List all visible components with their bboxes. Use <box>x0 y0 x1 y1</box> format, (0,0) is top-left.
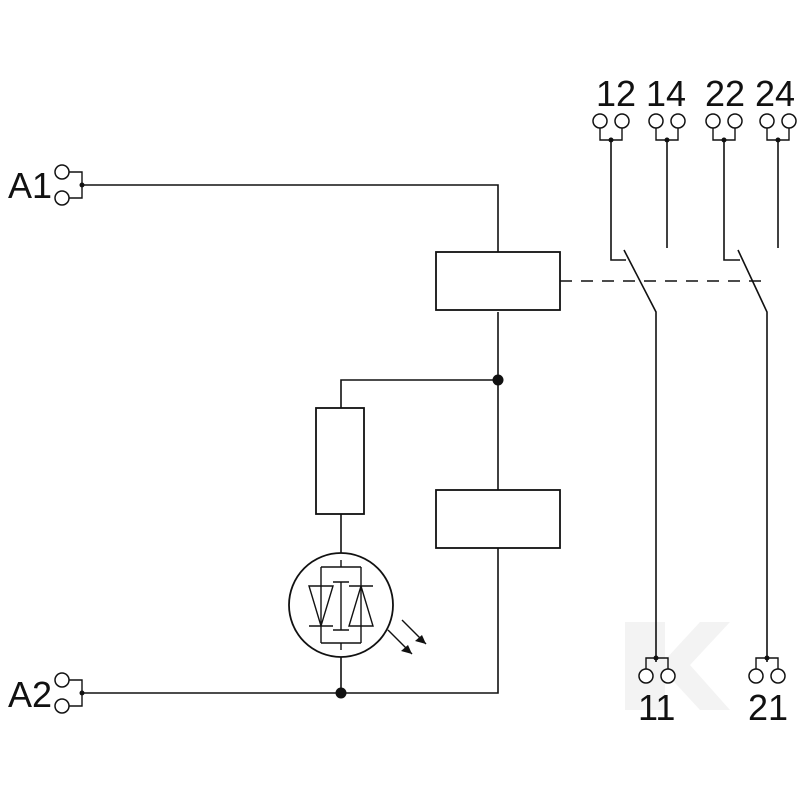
terminal-24-screw-b <box>781 113 797 129</box>
terminal-a2-screw-top <box>54 672 70 688</box>
terminal-14-screw-b <box>670 113 686 129</box>
contact-set-1: 12 14 11 <box>592 73 686 728</box>
watermark-logo <box>625 622 730 710</box>
diode-left-triangle <box>308 585 334 629</box>
light-emission-arrows-icon <box>387 619 427 655</box>
terminal-a2: A2 <box>8 672 85 715</box>
terminal-12-label: 12 <box>596 73 636 114</box>
terminal-14-screw-a <box>648 113 664 129</box>
terminal-21-node <box>764 655 770 661</box>
terminal-11-label: 11 <box>638 687 675 728</box>
junction-dot-top <box>492 374 504 386</box>
resistor <box>315 407 365 515</box>
terminal-11-screw-b <box>660 668 676 684</box>
diode-right-triangle <box>348 583 374 627</box>
terminal-11-node <box>653 655 659 661</box>
relay-coil <box>435 251 561 311</box>
junction-dot-bottom <box>335 687 347 699</box>
terminal-24-screw-a <box>759 113 775 129</box>
terminal-a2-screw-bottom <box>54 698 70 714</box>
terminal-12-screw-a <box>592 113 608 129</box>
diode-center-connector <box>333 581 349 631</box>
coil-circuit-wires <box>82 184 499 694</box>
contact-2-switch-arm <box>737 249 768 662</box>
led-inner-frame <box>320 560 362 650</box>
suppression-element <box>435 489 561 549</box>
terminal-a1-label: A1 <box>8 165 52 206</box>
wire-second-coil-to-a2 <box>82 548 499 694</box>
terminal-a1-screw-bottom <box>54 190 70 206</box>
terminal-22-label: 22 <box>705 73 745 114</box>
terminal-a1: A1 <box>8 164 85 206</box>
terminal-22-screw-b <box>727 113 743 129</box>
contact-set-2: 22 24 21 <box>705 73 797 728</box>
terminal-a1-screw-top <box>54 164 70 180</box>
terminal-a2-label: A2 <box>8 674 52 715</box>
contact-12-wire <box>610 140 626 261</box>
led-indicator <box>288 552 394 658</box>
terminal-11-screw-a <box>638 668 654 684</box>
terminal-14-label: 14 <box>646 73 686 114</box>
terminal-22-screw-a <box>705 113 721 129</box>
terminal-21-screw-b <box>770 668 786 684</box>
wire-junction-to-resistor <box>340 379 498 408</box>
contact-22-wire <box>723 140 740 261</box>
terminal-21-label: 21 <box>748 687 788 728</box>
terminal-12-screw-b <box>614 113 630 129</box>
terminal-21-screw-a <box>748 668 764 684</box>
terminal-24-label: 24 <box>755 73 795 114</box>
wire-a1-to-coil <box>82 184 499 252</box>
contact-1-switch-arm <box>623 249 657 662</box>
